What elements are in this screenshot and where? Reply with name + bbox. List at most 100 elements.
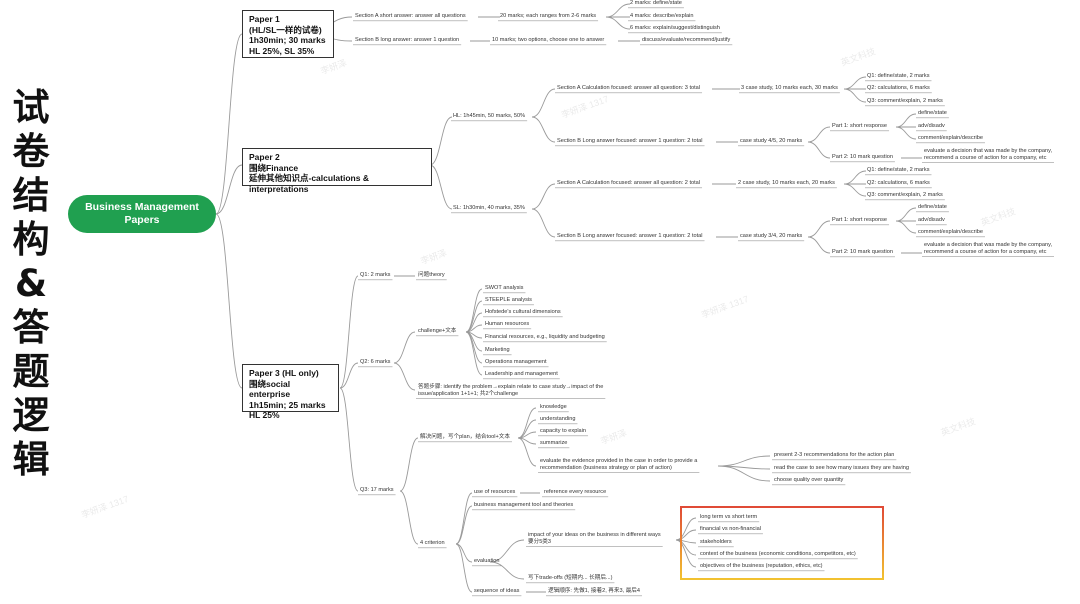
connector: [807, 236, 831, 254]
p2-hl-section-b[interactable]: Section B Long answer focused: answer 1 …: [557, 138, 703, 144]
connector: [843, 183, 867, 197]
connector: [531, 116, 556, 143]
paper1-box[interactable]: Paper 1 (HL/SL一样的试卷) 1h30min; 30 marks H…: [242, 10, 334, 58]
p3-impact-item[interactable]: long term vs short term: [700, 514, 758, 520]
p3-q1[interactable]: Q1: 2 marks: [360, 272, 391, 278]
p2-sl[interactable]: SL: 1h30min, 40 marks, 35%: [453, 205, 525, 211]
p3-q1-theory[interactable]: 问题theory: [418, 272, 445, 278]
side-title-char: &: [14, 262, 48, 305]
p3-q3-skill[interactable]: knowledge: [540, 404, 567, 410]
p2-hl-q2[interactable]: Q2: calculations, 6 marks: [867, 85, 930, 91]
p3-crit-resources[interactable]: use of resources: [474, 489, 516, 495]
p2-sl-section-a[interactable]: Section A Calculation focused: answer al…: [557, 180, 701, 186]
p3-impact-item[interactable]: stakeholders: [700, 539, 732, 545]
p2-hl-section-a-case[interactable]: 3 case study, 10 marks each, 30 marks: [741, 85, 838, 91]
p2-hl-q3[interactable]: Q3: comment/explain, 2 marks: [867, 98, 943, 104]
p3-q3[interactable]: Q3: 17 marks: [360, 487, 394, 493]
p3-q2-steps[interactable]: 答题步骤: identify the problem→explain relat…: [418, 384, 604, 397]
p3-q3-eval-item[interactable]: read the case to see how many issues the…: [774, 465, 909, 471]
p2-hl-part1-comment[interactable]: comment/explain/describe: [918, 135, 983, 141]
p3-q2-challenge[interactable]: challenge+文本: [418, 328, 457, 334]
p3-impact-item[interactable]: financial vs non-financial: [700, 526, 761, 532]
p3-q2-item[interactable]: Human resources: [485, 321, 530, 327]
p2-hl-part2[interactable]: Part 2: 10 mark question: [832, 154, 893, 160]
connector: [429, 116, 453, 166]
side-title-char: 答: [12, 306, 50, 349]
p1-section-b[interactable]: Section B long answer: answer 1 question: [355, 37, 460, 43]
p2-sl-part1-define[interactable]: define/state: [918, 204, 947, 210]
p2-sl-part1[interactable]: Part 1: short response: [832, 217, 888, 223]
p2-hl-section-b-case[interactable]: case study 4/5, 20 marks: [740, 138, 803, 144]
p3-q2-item[interactable]: STEEPLE analysis: [485, 297, 532, 303]
p3-crit-resources-b[interactable]: reference every resource: [544, 489, 607, 495]
connector: [807, 126, 831, 143]
p3-q2-item[interactable]: Operations management: [485, 359, 547, 365]
side-title-char: 试: [12, 86, 50, 129]
paper3-box[interactable]: Paper 3 (HL only) 围绕social enterprise 1h…: [242, 364, 339, 420]
p3-q2-item[interactable]: SWOT analysis: [485, 285, 524, 291]
p2-sl-section-b-case[interactable]: case study 3/4, 20 marks: [740, 233, 803, 239]
p2-hl-part2-desc[interactable]: evaluate a decision that was made by the…: [924, 148, 1053, 161]
p2-hl-section-a[interactable]: Section A Calculation focused: answer al…: [557, 85, 701, 91]
p1-section-b-commands[interactable]: discuss/evaluate/recommend/justify: [642, 37, 731, 43]
p3-q2-item[interactable]: Leadership and management: [485, 371, 558, 377]
connector: [843, 88, 867, 103]
p2-sl-part1-comment[interactable]: comment/explain/describe: [918, 229, 983, 235]
connector: [895, 207, 917, 222]
p2-sl-q3[interactable]: Q3: comment/explain, 2 marks: [867, 192, 943, 198]
connector: [605, 16, 631, 30]
connector: [465, 288, 483, 333]
paper2-box[interactable]: Paper 2 围绕Finance 延伸其他知识点-calculations &…: [242, 148, 432, 194]
p3-q3-skill[interactable]: understanding: [540, 416, 576, 422]
p2-sl-part2-desc[interactable]: evaluate a decision that was made by the…: [924, 242, 1053, 255]
p2-hl-part1-define[interactable]: define/state: [918, 110, 947, 116]
p3-q2-item[interactable]: Hofstede's cultural dimensions: [485, 309, 561, 315]
p3-crit-tool[interactable]: business management tool and theories: [474, 502, 574, 508]
connector: [605, 3, 631, 18]
p2-sl-part2[interactable]: Part 2: 10 mark question: [832, 249, 893, 255]
p3-crit-eval[interactable]: evaluation: [474, 558, 500, 564]
p2-sl-section-a-case[interactable]: 2 case study, 10 marks each, 20 marks: [738, 180, 835, 186]
p3-q2[interactable]: Q2: 6 marks: [360, 359, 391, 365]
side-title-char: 辑: [12, 438, 50, 481]
side-title-char: 题: [12, 350, 50, 393]
p2-sl-part1-adv[interactable]: adv/disadv: [918, 217, 945, 223]
p1-section-a[interactable]: Section A short answer: answer all quest…: [355, 13, 466, 19]
p3-q3-evaluate[interactable]: evaluate the evidence provided in the ca…: [540, 458, 698, 471]
p3-criterion[interactable]: 4 criterion: [420, 540, 445, 546]
connector: [399, 437, 419, 492]
p3-q3-eval-item[interactable]: present 2-3 recommendations for the acti…: [774, 452, 895, 458]
p2-sl-section-b[interactable]: Section B Long answer focused: answer 1 …: [557, 233, 703, 239]
p3-q3-eval-item[interactable]: choose quality over quantity: [774, 477, 844, 483]
root-node[interactable]: Business Management Papers: [68, 195, 216, 233]
p2-sl-q1[interactable]: Q1: define/state, 2 marks: [867, 167, 930, 173]
connector: [339, 275, 359, 389]
connector: [455, 505, 473, 545]
p3-impact-item[interactable]: context of the business (economic condit…: [700, 551, 856, 557]
p3-q3-skill[interactable]: capacity to explain: [540, 428, 587, 434]
p1-section-b-marks[interactable]: 10 marks; two options, choose one to ans…: [492, 37, 605, 43]
connector: [215, 164, 243, 215]
p3-crit-sequence-b[interactable]: 逻辑顺序: 先做1, 接着2, 再来3, 最后4: [548, 588, 641, 594]
p1-2-marks[interactable]: 2 marks: define/state: [630, 0, 682, 6]
p2-hl[interactable]: HL: 1h45min, 50 marks, 50%: [453, 113, 526, 119]
p2-sl-q2[interactable]: Q2: calculations, 6 marks: [867, 180, 930, 186]
connector: [339, 362, 359, 389]
p1-4-marks[interactable]: 4 marks: describe/explain: [630, 13, 694, 19]
p3-crit-tradeoff[interactable]: 写下trade-offs (短期内... 长期后...): [528, 575, 613, 581]
p3-q2-item[interactable]: Marketing: [485, 347, 510, 353]
p2-hl-q1[interactable]: Q1: define/state, 2 marks: [867, 73, 930, 79]
connector: [807, 220, 831, 238]
p3-q3-plan[interactable]: 解决问题，写个plan，结合tool+文本: [420, 434, 510, 440]
connector: [517, 437, 537, 467]
p3-q3-skill[interactable]: summarize: [540, 440, 568, 446]
connector: [215, 33, 243, 215]
p3-crit-impact[interactable]: impact of your ideas on the business in …: [528, 532, 661, 545]
p1-6-marks[interactable]: 6 marks: explain/suggest/distinguish: [630, 25, 720, 31]
p2-hl-part1[interactable]: Part 1: short response: [832, 123, 888, 129]
p2-hl-part1-adv[interactable]: adv/disadv: [918, 123, 945, 129]
p1-section-a-marks[interactable]: 20 marks; each ranges from 2-6 marks: [500, 13, 597, 19]
p3-impact-item[interactable]: objectives of the business (reputation, …: [700, 563, 823, 569]
p3-q2-item[interactable]: Financial resources, e.g., liquidity and…: [485, 334, 605, 340]
p3-crit-sequence[interactable]: sequence of ideas: [474, 588, 520, 594]
